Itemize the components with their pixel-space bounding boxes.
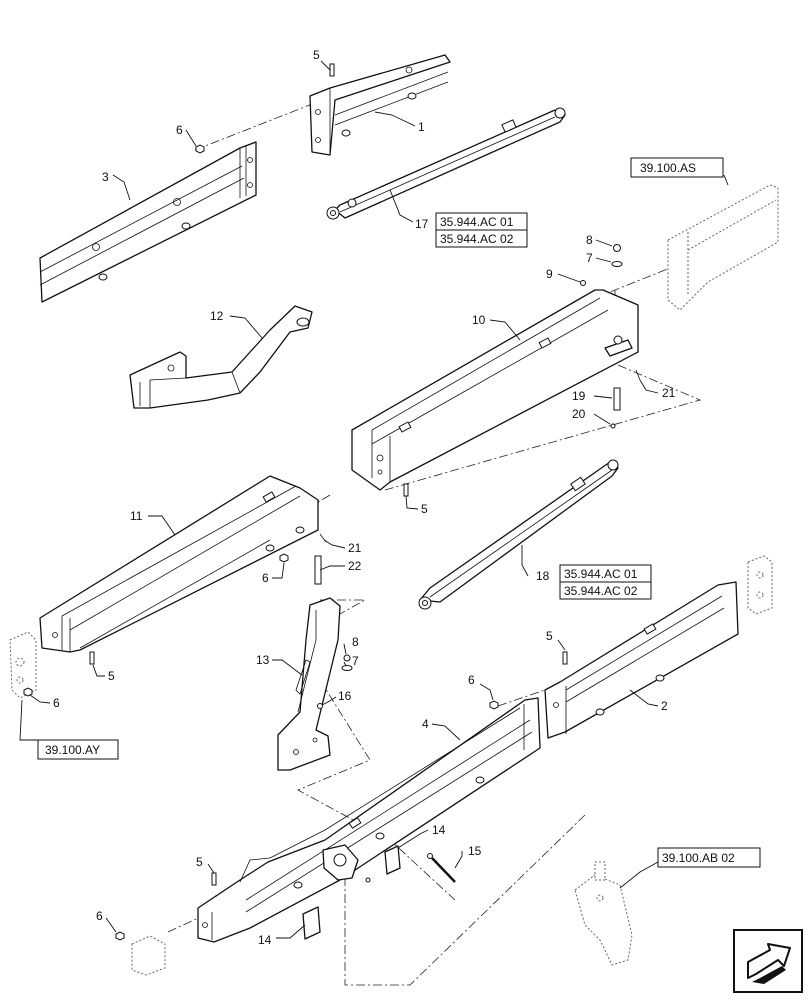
reference-box-18[interactable]: 35.944.AC 01 35.944.AC 02 — [559, 564, 652, 600]
part-15-bolt — [427, 853, 456, 883]
callout-numbers: 5 1 6 3 17 8 7 9 12 10 21 19 20 5 11 21 … — [53, 48, 676, 947]
callout-7: 7 — [352, 654, 359, 668]
hardware-fasteners — [23, 63, 641, 941]
callout-6: 6 — [96, 909, 103, 923]
callout-14: 14 — [432, 823, 446, 837]
callout-16: 16 — [338, 689, 352, 703]
callout-4: 4 — [422, 717, 429, 731]
callout-19: 19 — [572, 389, 586, 403]
reference-box-ay[interactable]: 39.100.AY — [37, 739, 119, 760]
callout-8: 8 — [586, 233, 593, 247]
reference-box-ab[interactable]: 39.100.AB 02 — [657, 847, 761, 868]
part-1-frame-beam — [309, 54, 451, 156]
reference-box-17[interactable]: 35.944.AC 01 35.944.AC 02 — [435, 212, 528, 248]
leader-lines — [19, 60, 729, 939]
next-page-arrow-icon[interactable] — [733, 929, 803, 993]
ghost-plate-reference-ay — [9, 631, 37, 699]
part-4-main-frame — [197, 697, 541, 943]
part-14-plate-upper — [384, 845, 401, 875]
callout-12: 12 — [210, 309, 224, 323]
callout-5: 5 — [421, 502, 428, 516]
callout-6: 6 — [262, 571, 269, 585]
callout-5: 5 — [196, 855, 203, 869]
callout-3: 3 — [102, 170, 109, 184]
part-11-frame-beam — [39, 475, 319, 653]
part-18-hydraulic-cylinder — [418, 459, 619, 610]
callout-7: 7 — [586, 251, 593, 265]
reference-label: 39.100.AS — [640, 161, 696, 175]
reference-label: 35.944.AC 01 — [440, 215, 514, 229]
part-3-frame-beam — [39, 141, 257, 303]
callout-9: 9 — [546, 267, 553, 281]
part-12-bracket — [129, 305, 313, 409]
callout-21: 21 — [662, 386, 676, 400]
reference-label: 39.100.AY — [45, 743, 100, 757]
callout-22: 22 — [348, 559, 362, 573]
callout-10: 10 — [472, 313, 486, 327]
reference-label: 39.100.AB 02 — [662, 851, 735, 865]
callout-6: 6 — [53, 696, 60, 710]
part-14-plate-lower — [302, 906, 321, 940]
ghost-plate-right — [747, 555, 773, 615]
callout-11: 11 — [130, 509, 143, 523]
callout-14: 14 — [258, 933, 272, 947]
part-2-frame-beam — [544, 581, 739, 739]
reference-label: 35.944.AC 02 — [564, 584, 638, 598]
reference-label: 35.944.AC 01 — [564, 567, 638, 581]
callout-17: 17 — [415, 217, 429, 231]
callout-18: 18 — [536, 569, 550, 583]
callout-6: 6 — [468, 673, 475, 687]
part-10-center-beam — [351, 289, 639, 491]
callout-6: 6 — [176, 123, 183, 137]
reference-label: 35.944.AC 02 — [440, 232, 514, 246]
callout-1: 1 — [418, 120, 425, 134]
part-13-support-post — [277, 597, 341, 771]
callout-5: 5 — [546, 629, 553, 643]
callout-21: 21 — [348, 541, 362, 555]
ghost-beam-reference-as — [667, 184, 779, 311]
reference-box-as[interactable]: 39.100.AS — [630, 157, 724, 178]
callout-15: 15 — [468, 844, 482, 858]
callout-5: 5 — [108, 669, 115, 683]
ghost-block-lower-left — [131, 935, 166, 976]
part-17-hydraulic-cylinder — [326, 107, 566, 220]
callout-8: 8 — [352, 635, 359, 649]
callout-5: 5 — [313, 48, 320, 62]
callout-2: 2 — [661, 699, 668, 713]
callout-20: 20 — [572, 407, 586, 421]
ghost-wheel-assembly-reference-ab — [574, 861, 633, 966]
callout-13: 13 — [256, 653, 270, 667]
